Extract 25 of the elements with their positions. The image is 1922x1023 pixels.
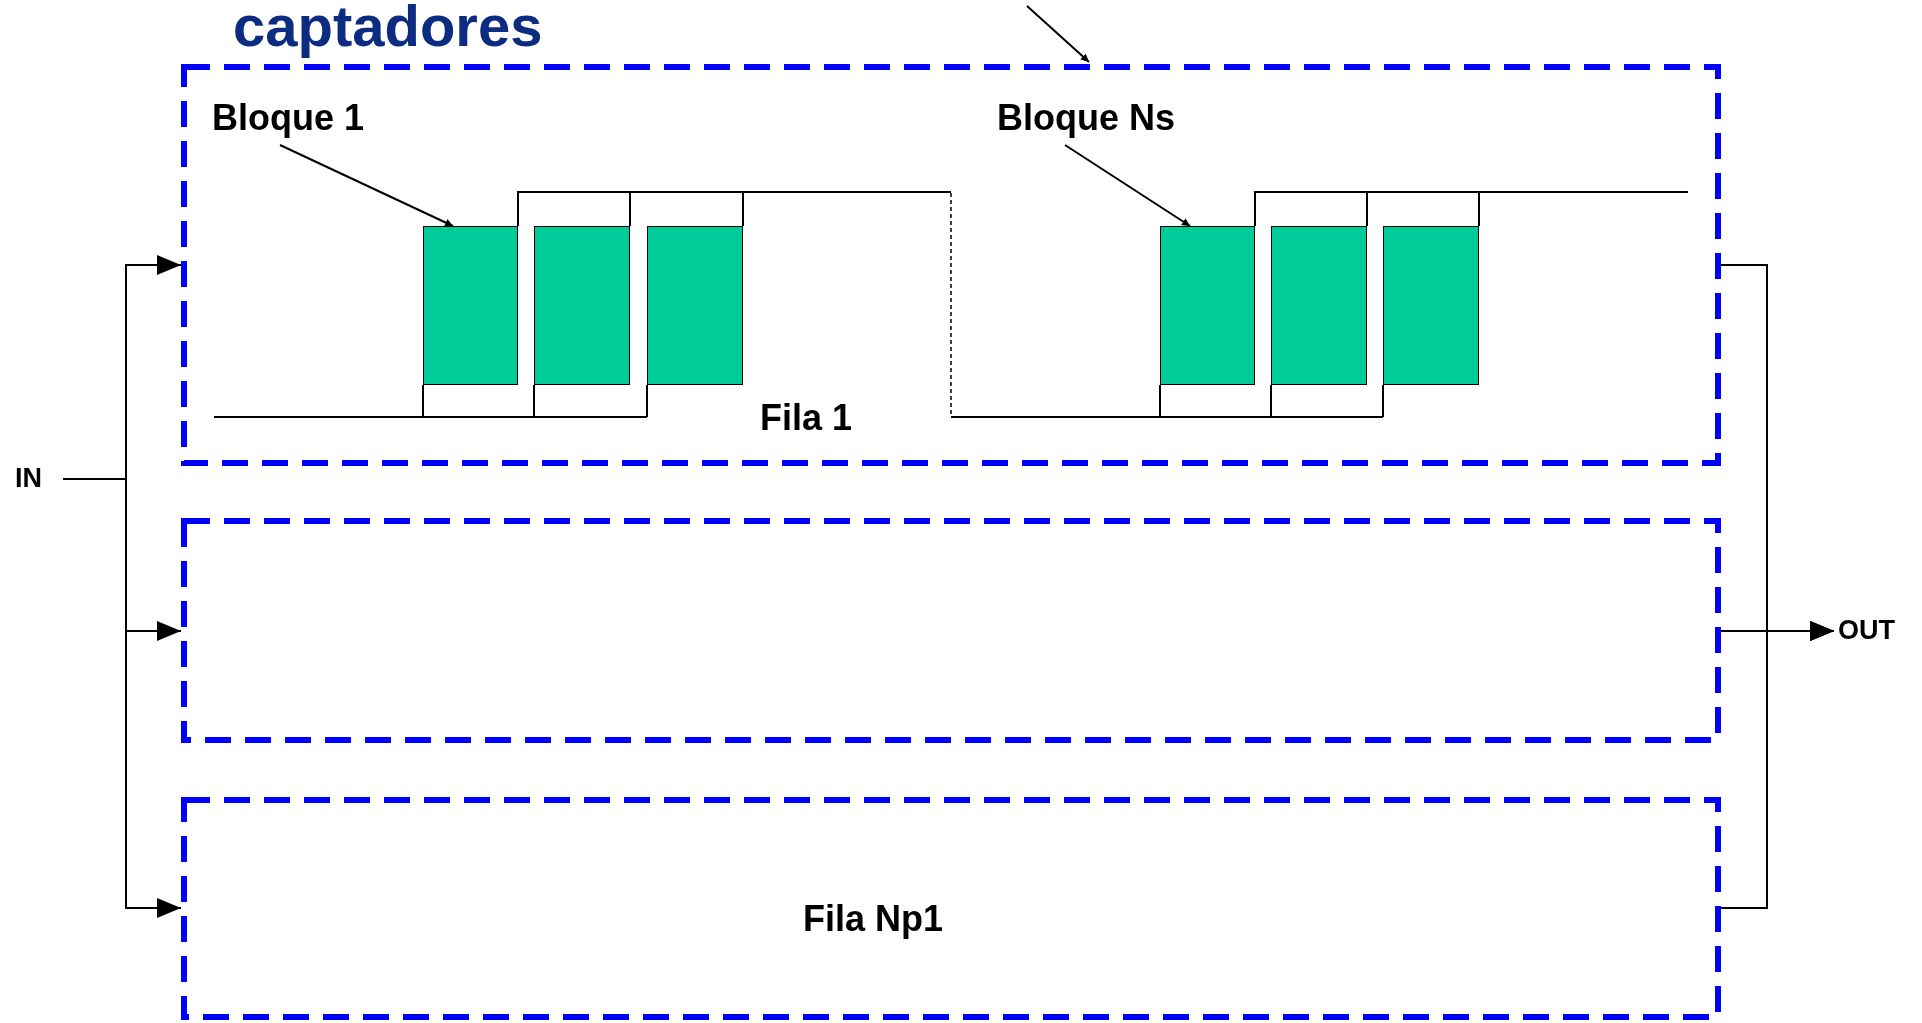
dashed-row-box — [181, 518, 1721, 743]
arrow — [1720, 621, 1835, 909]
dashed-row-box — [181, 64, 1721, 466]
arrow — [62, 478, 182, 918]
solar-collector — [423, 226, 518, 385]
input-label: IN — [15, 465, 61, 493]
block-label: Bloque Ns — [997, 100, 1217, 138]
solar-collector — [1271, 226, 1367, 385]
dashed-row-box — [181, 797, 1721, 1020]
output-label: OUT — [1838, 617, 1910, 645]
leader-line — [1064, 144, 1191, 227]
solar-collector — [1383, 226, 1479, 385]
pipe-line — [1366, 191, 1480, 227]
solar-collector — [647, 226, 743, 385]
pipe-line — [1254, 191, 1368, 227]
leader-line — [279, 144, 454, 227]
pipe-line — [517, 191, 631, 227]
row-label: Fila Np1 — [803, 901, 944, 937]
arrow — [1026, 5, 1090, 63]
row-label: Fila 1 — [760, 400, 853, 436]
solar-collector — [1160, 226, 1255, 385]
block-label: Bloque 1 — [212, 100, 412, 138]
pipe-line — [629, 191, 744, 227]
title: captadores — [233, 0, 543, 57]
solar-collector — [534, 226, 630, 385]
